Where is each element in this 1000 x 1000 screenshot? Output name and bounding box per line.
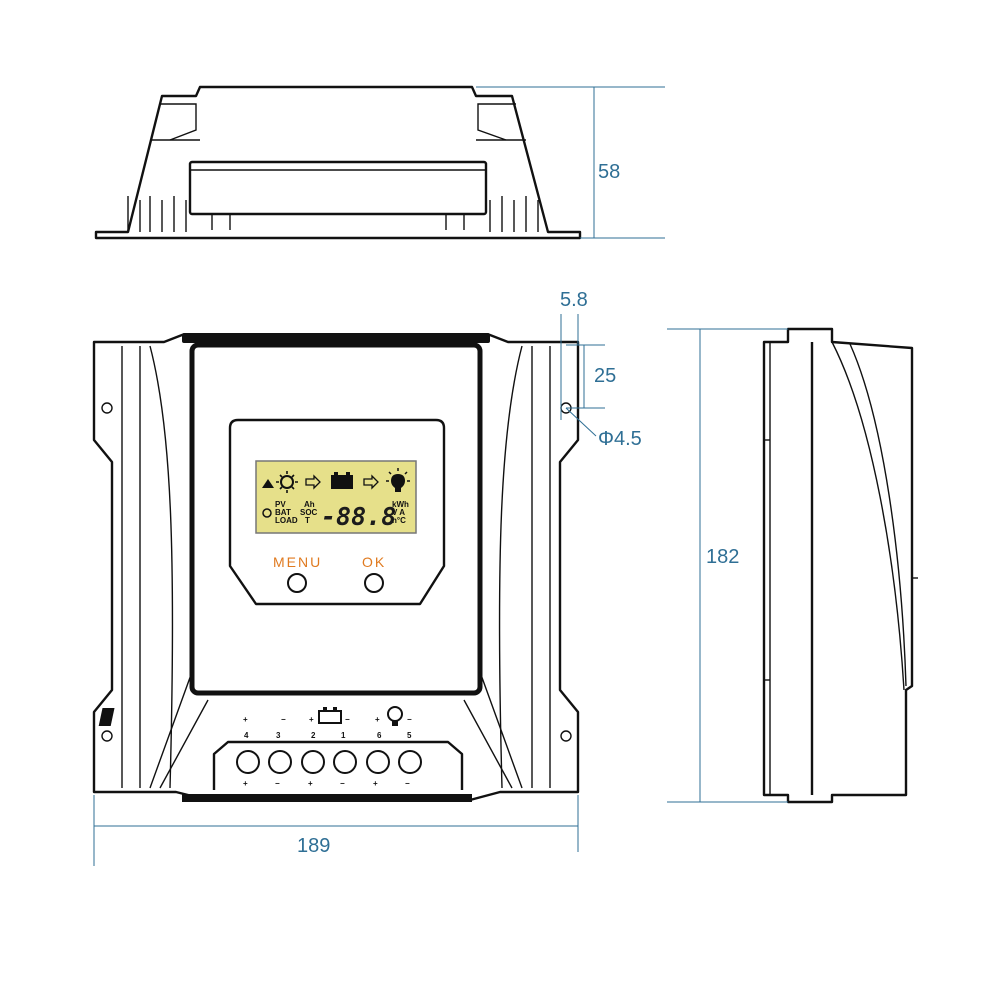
lcd-mid-t: T	[305, 516, 310, 525]
side-view	[762, 327, 918, 804]
battery-terminal-icon	[318, 710, 342, 724]
lcd-row-bat: BAT	[275, 508, 291, 517]
svg-text:+: +	[375, 715, 380, 724]
lcd-mid-soc: SOC	[300, 508, 318, 517]
ok-button-group[interactable]: OK	[362, 554, 386, 593]
svg-text:−: −	[281, 715, 286, 724]
display-module: PV BAT LOAD Ah SOC T -88.8 kWh V A h°C	[228, 418, 446, 606]
dim-label-189: 189	[297, 835, 330, 857]
warning-icon	[262, 479, 274, 488]
terminal-polarity: −	[405, 779, 410, 788]
lcd-row-load: LOAD	[275, 516, 298, 525]
menu-label: MENU	[273, 554, 322, 570]
dim-label-5-8: 5.8	[560, 289, 588, 311]
terminal-screw	[366, 750, 390, 774]
terminal-screw	[398, 750, 422, 774]
dim-height-side: 58	[476, 86, 665, 239]
arrow-right-icon	[363, 474, 379, 490]
lcd-row-pv: PV	[275, 500, 286, 509]
menu-button-group[interactable]: MENU	[273, 554, 322, 593]
terminal-polarity: −	[340, 779, 345, 788]
lcd-digits: -88.8	[321, 502, 396, 531]
terminal-number: 1	[341, 731, 346, 740]
dim-label-182: 182	[706, 546, 739, 568]
terminal-screw	[236, 750, 260, 774]
gear-icon	[262, 508, 272, 518]
terminal-polarity: +	[308, 779, 313, 788]
terminal-number: 3	[276, 731, 281, 740]
battery-icon	[331, 472, 353, 489]
lcd-unit-hc: h°C	[392, 516, 406, 525]
lamp-icon	[386, 468, 410, 492]
terminal-block: 4 3 2 1 6 5 + − + − + −	[212, 731, 464, 790]
dim-mount-hole: 5.8 25 Φ4.5	[560, 289, 642, 450]
arrow-right-icon	[305, 474, 321, 490]
terminal-number: 4	[244, 731, 249, 740]
terminal-screw	[301, 750, 325, 774]
svg-text:+: +	[243, 715, 248, 724]
dim-width: 189	[93, 795, 579, 866]
terminal-polarity: +	[243, 779, 248, 788]
dim-label-25: 25	[594, 365, 616, 387]
terminal-icons: + − + − + −	[98, 706, 412, 726]
ok-label: OK	[362, 554, 386, 570]
terminal-screw	[333, 750, 357, 774]
terminal-number: 2	[311, 731, 316, 740]
svg-text:+: +	[309, 715, 314, 724]
menu-button[interactable]	[287, 573, 307, 593]
terminal-number: 5	[407, 731, 412, 740]
dim-label-hole-diameter: Φ4.5	[598, 428, 642, 450]
svg-text:−: −	[345, 715, 350, 724]
terminal-polarity: +	[373, 779, 378, 788]
ok-button[interactable]	[364, 573, 384, 593]
sun-icon	[276, 471, 298, 493]
svg-text:−: −	[407, 715, 412, 724]
lcd-unit-va: V A	[392, 508, 405, 517]
terminal-polarity: −	[275, 779, 280, 788]
solar-panel-icon	[98, 708, 115, 726]
lcd-mid-ah: Ah	[304, 500, 315, 509]
lcd-unit-kwh: kWh	[392, 500, 409, 509]
top-profile-view	[94, 85, 582, 240]
dim-height-total: 182	[667, 328, 788, 803]
terminal-screw	[268, 750, 292, 774]
front-view	[92, 333, 580, 802]
dim-label-58: 58	[598, 161, 620, 183]
terminal-number: 6	[377, 731, 382, 740]
bulb-icon	[387, 706, 403, 722]
